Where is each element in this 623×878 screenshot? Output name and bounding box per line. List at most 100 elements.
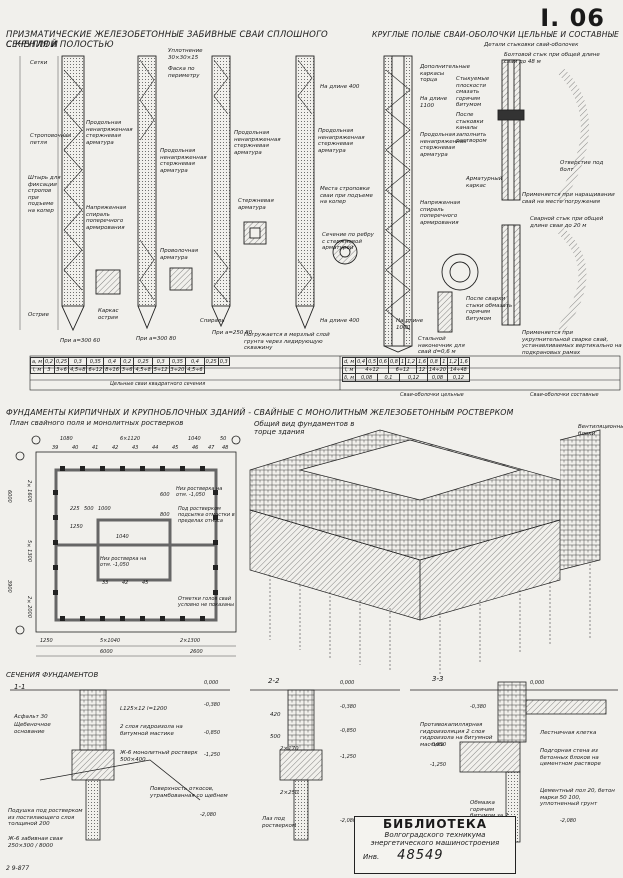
label-na-dline-400: На длине 400: [320, 84, 360, 90]
label-cementnyi: Цементный пол 20, бетон марки 50 100, уп…: [540, 788, 615, 807]
plan-inner-dim-2: 1000: [98, 506, 111, 512]
table-cell: 14÷20: [427, 365, 448, 374]
plan-num-600: 600: [160, 492, 170, 498]
heading-plan: План свайного поля и монолитных ростверк…: [10, 419, 184, 427]
label-shchebenochnoe: Щебеночное основание: [14, 722, 51, 735]
level-1-3: -1,250: [204, 752, 221, 758]
table-cell: l, м: [29, 365, 45, 374]
label-zh6: Ж-6 монолитный ростверк 500×400: [120, 750, 198, 763]
table-cell: 3÷6: [119, 365, 135, 374]
table-row: d, м 0,4 0,5 0,6 0,8 1 1,2 1,6 0,8 1 1,2…: [341, 357, 470, 366]
plan-dim-bottom-1: 5×1040: [100, 638, 121, 644]
label-prod-arm: Продольная ненапряженная стержневая арма…: [86, 120, 133, 146]
label-provoloch: Проволочная арматура: [160, 248, 199, 261]
plan-note-pod-rostverkom: Под ростверком подсыпка отмостки в преде…: [178, 506, 235, 524]
label-podgornaya: Подгорная стена из бетонных блоков на це…: [540, 748, 601, 767]
table-cell: 4÷12: [355, 365, 389, 374]
label-ostrie: Острие: [28, 312, 50, 318]
table-cell: 0,4: [103, 357, 121, 366]
label-uplotnenie: Уплотнение 30×30×15: [168, 48, 203, 61]
label-na-dline-400-2: На длине 400: [320, 318, 360, 324]
table-cell: 3: [43, 365, 55, 374]
table-cell: 0,8: [427, 357, 441, 366]
label-karkas: Каркас острия: [98, 308, 119, 321]
label-napr-spiral-2: Напряженная спираль поперечного армирова…: [420, 200, 461, 226]
label-laz: Лаз под ростверком: [262, 816, 297, 829]
label-lestnichn: Лестничная клетка: [540, 730, 597, 736]
label-prod-arm-2: Продольная ненапряженная стержневая арма…: [160, 148, 207, 174]
label-cel-kvadr: Цельные сваи квадратного сечения: [110, 381, 206, 387]
label-sizes-3: 420: [270, 712, 281, 718]
label-sterzh-arm: Стержневая арматура: [238, 198, 274, 211]
table-cell: 0,6: [377, 357, 389, 366]
plan-left-dim-3: 5×1300: [26, 540, 32, 562]
label-zh6-zab: Ж-6 забивная свая 250×300 / 8000: [8, 836, 63, 849]
label-pri-a250-80: При a=250 80: [212, 330, 253, 336]
table-cell: 3÷6: [53, 365, 70, 374]
level-1-4: -2,080: [200, 812, 217, 818]
table-row: l, м 3 3÷6 4,5÷8 6÷12 8÷16 3÷6 4,5÷8 5÷1…: [29, 365, 230, 374]
heading-round-piles: КРУГЛЫЕ ПОЛЫЕ СВАИ-ОБОЛОЧКИ ЦЕЛЬНЫЕ И СО…: [372, 30, 620, 39]
label-pri-a300-60: При a=300 60: [60, 338, 101, 344]
label-posle-styk: После стыковки каналы заполнить растворо…: [456, 112, 487, 144]
plan-note-niz-rostv-2: Низ ростверка на отм. -1,050: [100, 556, 147, 568]
table-cell: 4,5÷8: [68, 365, 88, 374]
table-cell: 0,3: [217, 357, 230, 366]
label-armaturnyi-karkas: Арматурный каркас: [466, 176, 503, 189]
level-2-2: -0,850: [340, 728, 357, 734]
plan-num-800: 800: [160, 512, 170, 518]
table-row: l, м 4÷12 6÷12 12 14÷20 14÷48: [341, 365, 470, 374]
label-ukr-vniz: Применяется при укрупнительной сварке св…: [522, 330, 622, 356]
table-cell: 0,25: [203, 357, 219, 366]
table-cell: 0,25: [53, 357, 70, 366]
heading-sections: СЕЧЕНИЯ ФУНДАМЕНТОВ: [6, 671, 99, 679]
table-cell: 0,3: [151, 357, 170, 366]
stamp-library: БИБЛИОТЕКА: [382, 817, 488, 831]
level-1-0: 0,000: [204, 680, 219, 686]
plan-left-dim-4: 2×2000: [26, 596, 32, 618]
table-cell: 0,35: [86, 357, 105, 366]
table-cell: 4,5÷6: [185, 365, 205, 374]
label-sechenie: Сечение по ребру с стержневой арматурой: [322, 232, 374, 251]
label-faska: Фаска по периметру: [168, 66, 200, 79]
plan-note-otmetki: Отметки голов свай условно не показаны: [178, 596, 235, 608]
plan-dim-bottom-0: 1250: [40, 638, 53, 644]
table-cell: 1,6: [416, 357, 429, 366]
table-cell: 6÷12: [86, 365, 105, 374]
heading-general-view: Общий вид фундаментов в торце здания: [254, 420, 355, 436]
label-sizes-0: L125×12 l=1200: [120, 706, 168, 712]
plan-axis-42: 42: [112, 445, 119, 451]
label-cel-obol: Сваи-оболочки цельные: [400, 392, 464, 398]
table-cell: 0,2: [119, 357, 135, 366]
section-drawings: [10, 681, 618, 843]
pile-1: [19, 55, 121, 332]
heading-prismatic-piles: ПРИЗМАТИЧЕСКИЕ ЖЕЛЕЗОБЕТОННЫЕ ЗАБИВНЫЕ С…: [6, 30, 328, 50]
table-cell: 0,8: [387, 357, 400, 366]
plan-left-dim-1: 3900: [6, 580, 12, 593]
label-prod-arm-3: Продольная ненапряженная стержневая арма…: [234, 130, 281, 156]
stamp-inv-label: Инв.: [363, 853, 380, 861]
pile-2: [137, 55, 193, 330]
table-cell: δ, м: [341, 373, 357, 382]
label-svarnoi: Сварной стык при общей длине сваи до 20 …: [530, 216, 604, 229]
plan-axis-39: 39: [52, 445, 59, 451]
pile-4: [295, 55, 358, 330]
stamp-line-2: энергетического машиностроения: [370, 839, 500, 847]
footer-code: 2 9-877: [6, 865, 30, 872]
table-cell: a, м: [29, 357, 45, 366]
label-asfalt: Асфальт 30: [14, 714, 48, 720]
plan-dim-bottom-2: 2×1300: [180, 638, 201, 644]
plan-left-dim-2: 2×1600: [26, 480, 32, 502]
plan-axis-47: 47: [208, 445, 215, 451]
level-2-3: -1,250: [340, 754, 357, 760]
table-cell: 1,2: [446, 357, 459, 366]
label-sizes-2: 2×250: [280, 790, 299, 796]
table-cell: 0,5: [366, 357, 379, 366]
table-row: a, м 0,2 0,25 0,3 0,35 0,4 0,2 0,25 0,3 …: [29, 357, 230, 366]
label-boltovoi: Болтовой стык при общей длине сваи до 48…: [504, 52, 600, 65]
label-strop-petlya: Строповочная петля: [30, 133, 71, 146]
sheet-number: I. 06: [540, 4, 605, 32]
label-sizes-1: 2×170: [280, 746, 299, 752]
plan-axis-46: 46: [192, 445, 199, 451]
stamp-line-1: Волгоградского техникума: [384, 831, 486, 839]
